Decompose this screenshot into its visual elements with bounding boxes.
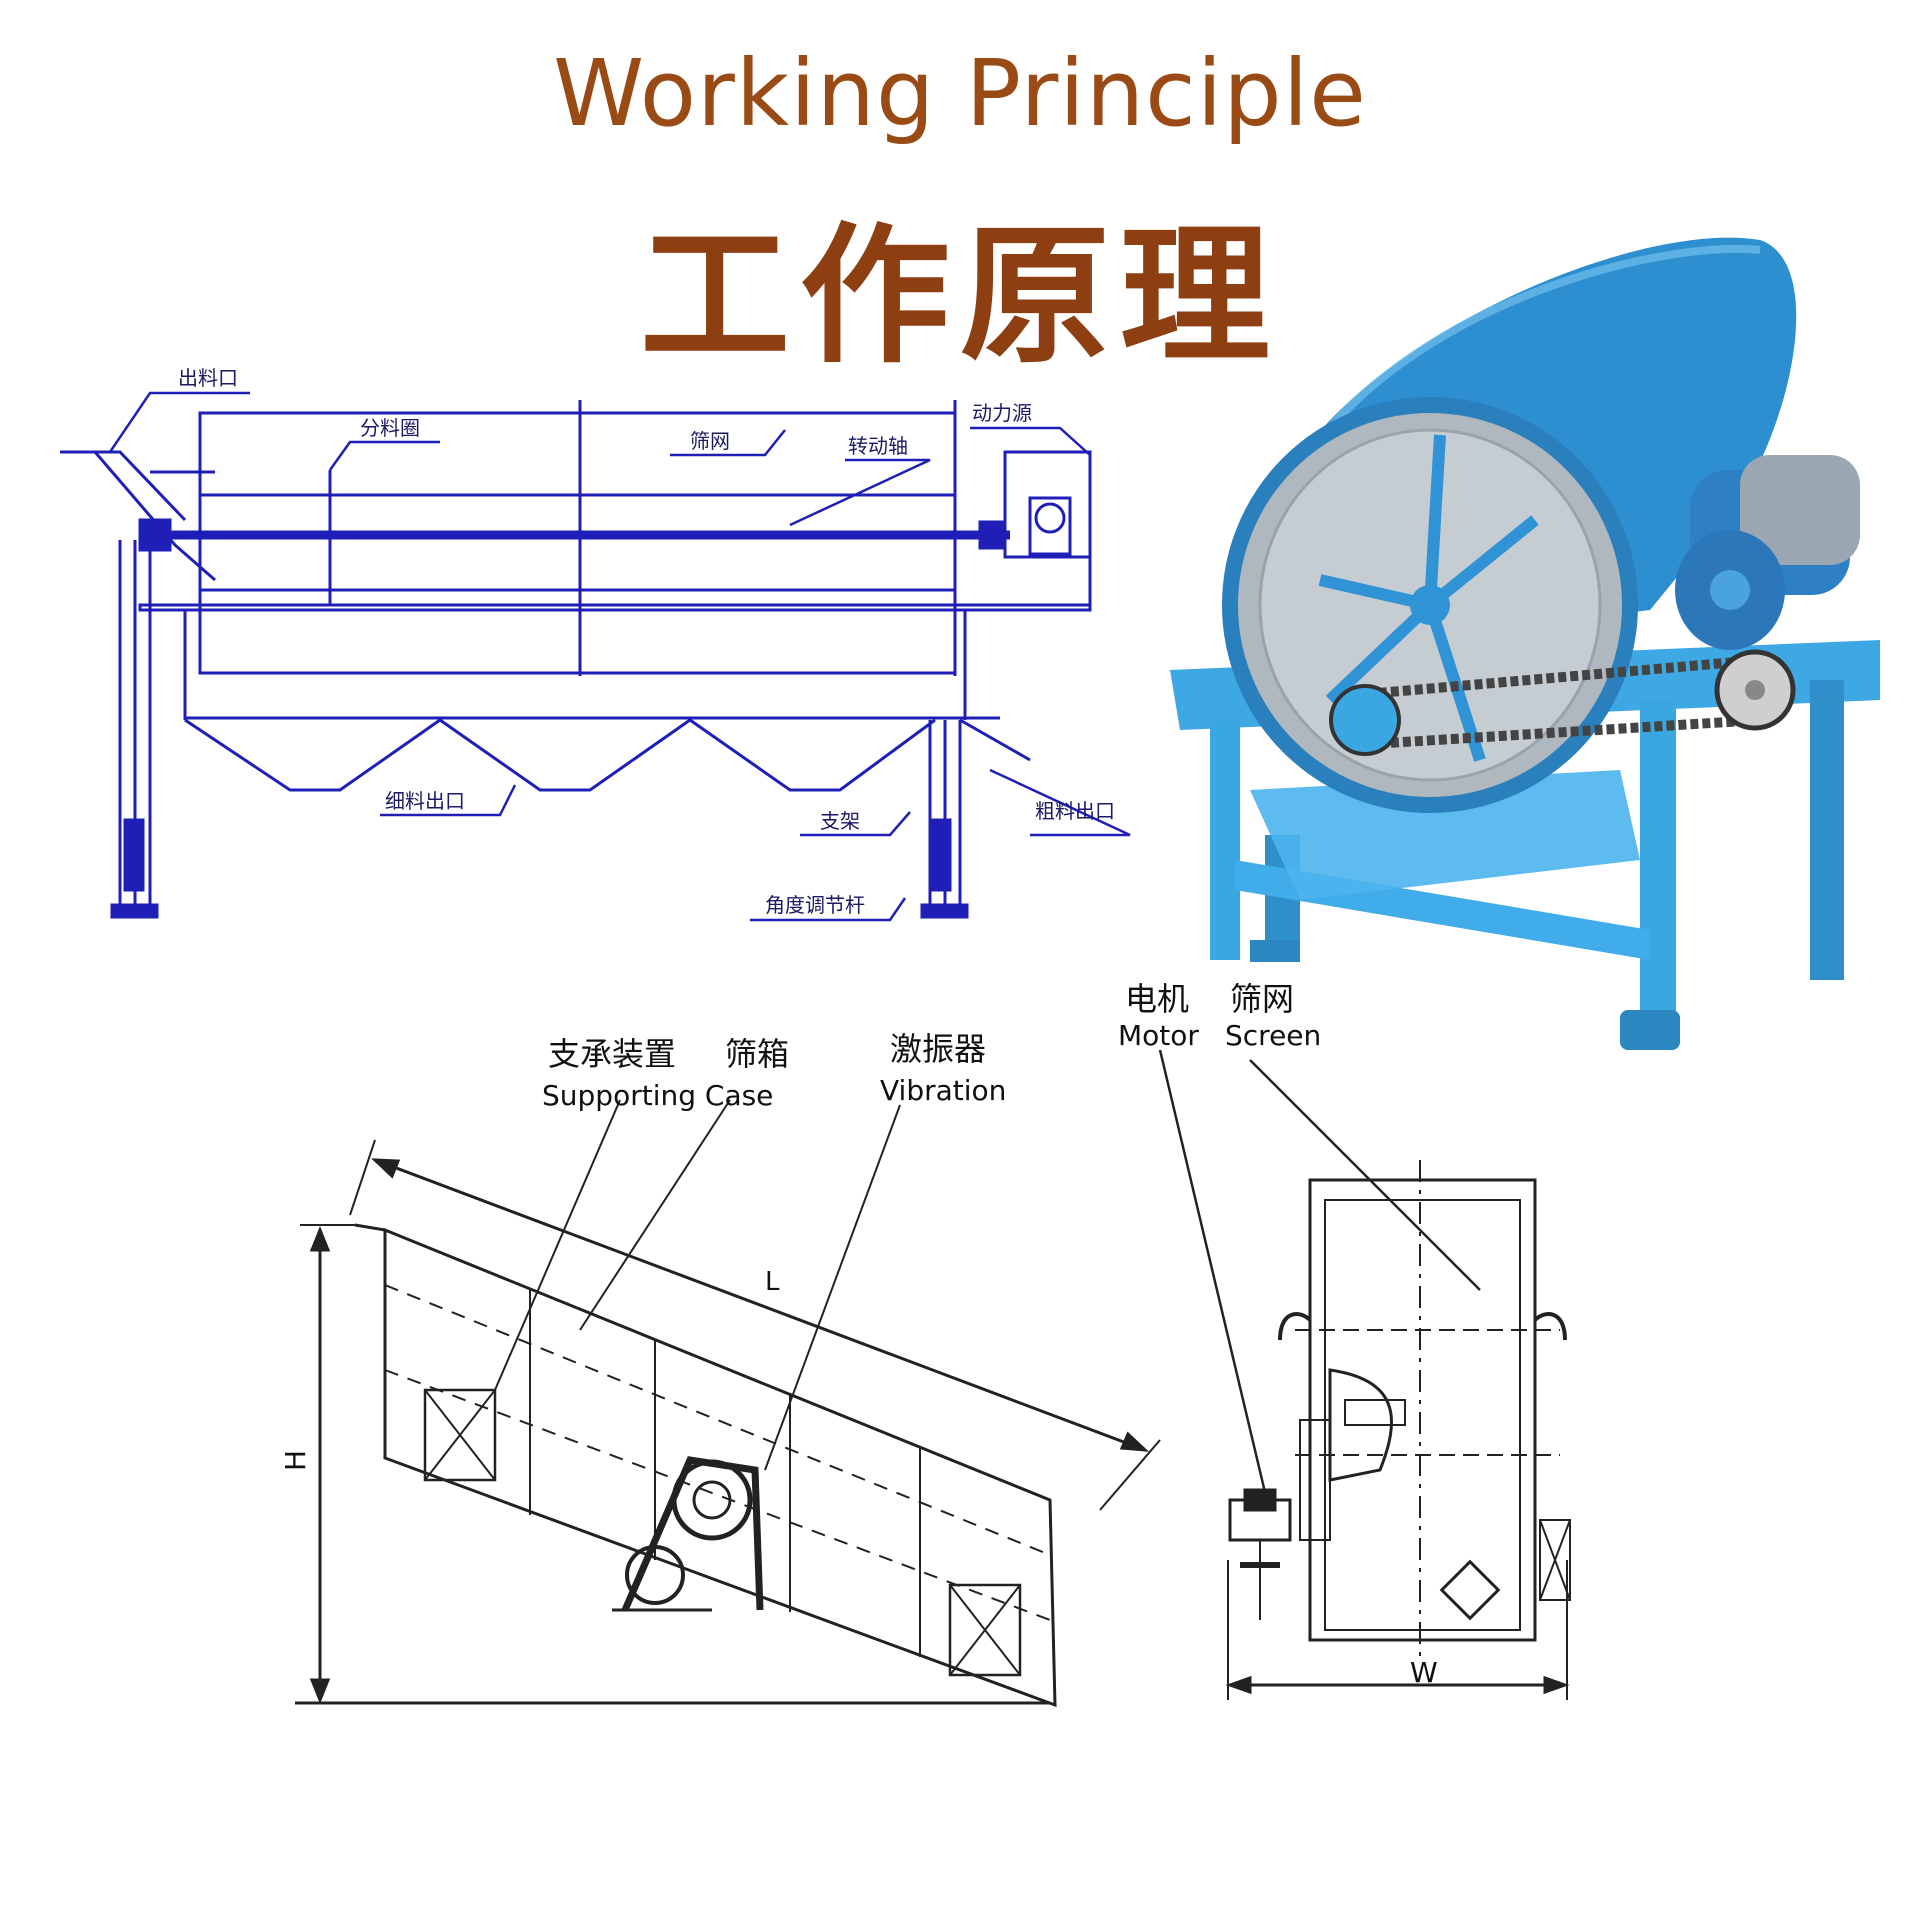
label-screen-en: Screen bbox=[1225, 1019, 1321, 1052]
label-fine-outlet: 细料出口 bbox=[385, 789, 465, 813]
label-rotating-shaft: 转动轴 bbox=[848, 434, 908, 458]
label-vibration-en: Vibration bbox=[880, 1074, 1006, 1107]
trommel-machine-photo bbox=[1170, 237, 1880, 1050]
label-angle-adjuster: 角度调节杆 bbox=[765, 893, 865, 917]
label-discharge-port: 出料口 bbox=[178, 366, 238, 390]
label-drive: 动力源 bbox=[972, 401, 1032, 425]
title-chinese: 工作原理 bbox=[639, 210, 1280, 384]
label-screen-mesh: 筛网 bbox=[690, 429, 730, 453]
vibrating-screen-drawing bbox=[295, 1099, 1161, 1708]
label-vibrator-cn: 激振器 bbox=[890, 1030, 986, 1068]
label-screen-cn: 筛网 bbox=[1230, 980, 1294, 1018]
label-support-device-cn: 支承装置 bbox=[548, 1035, 676, 1073]
label-dimension-w: W bbox=[1410, 1656, 1438, 1689]
trommel-blueprint bbox=[60, 391, 1131, 922]
label-supporting-case-en: Supporting Case bbox=[542, 1079, 773, 1112]
label-screen-box-cn: 筛箱 bbox=[725, 1035, 789, 1073]
front-view-drawing bbox=[1158, 1049, 1571, 1700]
label-dimension-h: H bbox=[279, 1450, 312, 1471]
label-coarse-outlet: 粗料出口 bbox=[1035, 799, 1115, 823]
label-motor-en: Motor bbox=[1118, 1019, 1199, 1052]
label-dimension-l: L bbox=[765, 1267, 780, 1297]
label-motor-cn: 电机 bbox=[1125, 980, 1189, 1018]
title-english: Working Principle bbox=[553, 40, 1367, 147]
label-material-ring: 分料圈 bbox=[360, 416, 420, 440]
label-support: 支架 bbox=[820, 809, 860, 833]
